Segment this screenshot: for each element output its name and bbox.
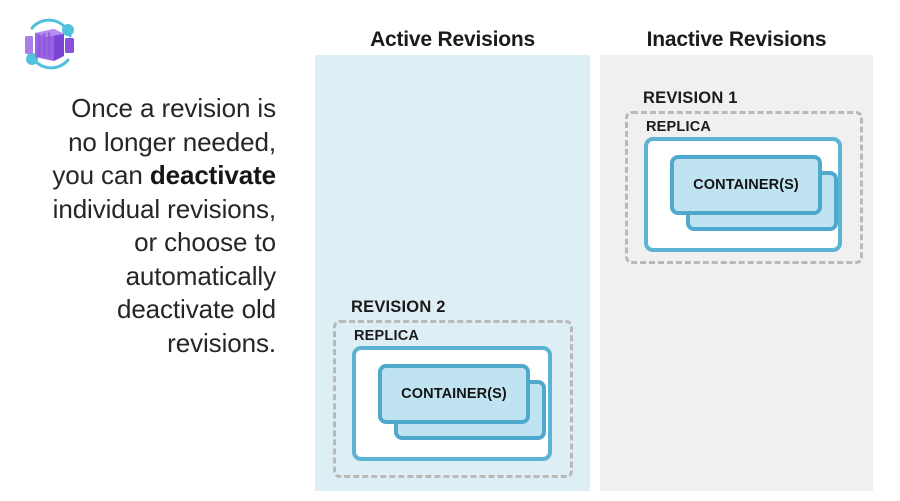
inactive-revisions-header: Inactive Revisions bbox=[646, 28, 827, 51]
revision-2-group: REVISION 2 REPLICA CONTAINER(S) bbox=[333, 297, 579, 478]
left-description-column: Once a revision is no longer needed, you… bbox=[0, 0, 292, 501]
revision-1-replica-title: REPLICA bbox=[646, 119, 712, 135]
revision-2-boundary: REPLICA CONTAINER(S) bbox=[333, 320, 573, 478]
intro-line-2: no longer needed, bbox=[68, 126, 276, 157]
active-revisions-header: Active Revisions bbox=[370, 28, 535, 51]
intro-keyword-deactivate: deactivate bbox=[149, 160, 276, 190]
intro-line-1: Once a revision is bbox=[71, 93, 276, 123]
revision-1-boundary: REPLICA CONTAINER(S) bbox=[625, 111, 863, 264]
revision-2-title: REVISION 2 bbox=[351, 298, 446, 316]
active-revisions-panel: REVISION 2 REPLICA CONTAINER(S) bbox=[315, 55, 590, 491]
intro-line-3-prefix: you can bbox=[52, 160, 150, 190]
revision-2-replica-box: CONTAINER(S) bbox=[352, 346, 552, 461]
azure-container-apps-logo bbox=[16, 16, 84, 72]
revision-1-title: REVISION 1 bbox=[643, 89, 738, 107]
revision-1-replica-box: CONTAINER(S) bbox=[644, 137, 842, 252]
intro-paragraph: Once a revision is no longer needed, you… bbox=[8, 92, 276, 360]
intro-line-5: or choose to bbox=[134, 227, 276, 257]
intro-line-7: deactivate old bbox=[116, 294, 276, 324]
revision-1-container-label: CONTAINER(S) bbox=[693, 177, 799, 193]
revision-1-container-card-front: CONTAINER(S) bbox=[670, 155, 822, 215]
intro-line-6: automatically bbox=[125, 260, 277, 291]
intro-line-4: individual revisions, bbox=[52, 193, 276, 224]
revision-2-container-card-front: CONTAINER(S) bbox=[378, 364, 530, 424]
revision-2-container-label: CONTAINER(S) bbox=[401, 386, 507, 402]
revision-2-replica-title: REPLICA bbox=[354, 328, 420, 344]
revision-1-group: REVISION 1 REPLICA CONTAINER(S) bbox=[625, 88, 865, 264]
inactive-revisions-panel: REVISION 1 REPLICA CONTAINER(S) bbox=[600, 55, 873, 491]
intro-line-8: revisions. bbox=[167, 327, 276, 358]
